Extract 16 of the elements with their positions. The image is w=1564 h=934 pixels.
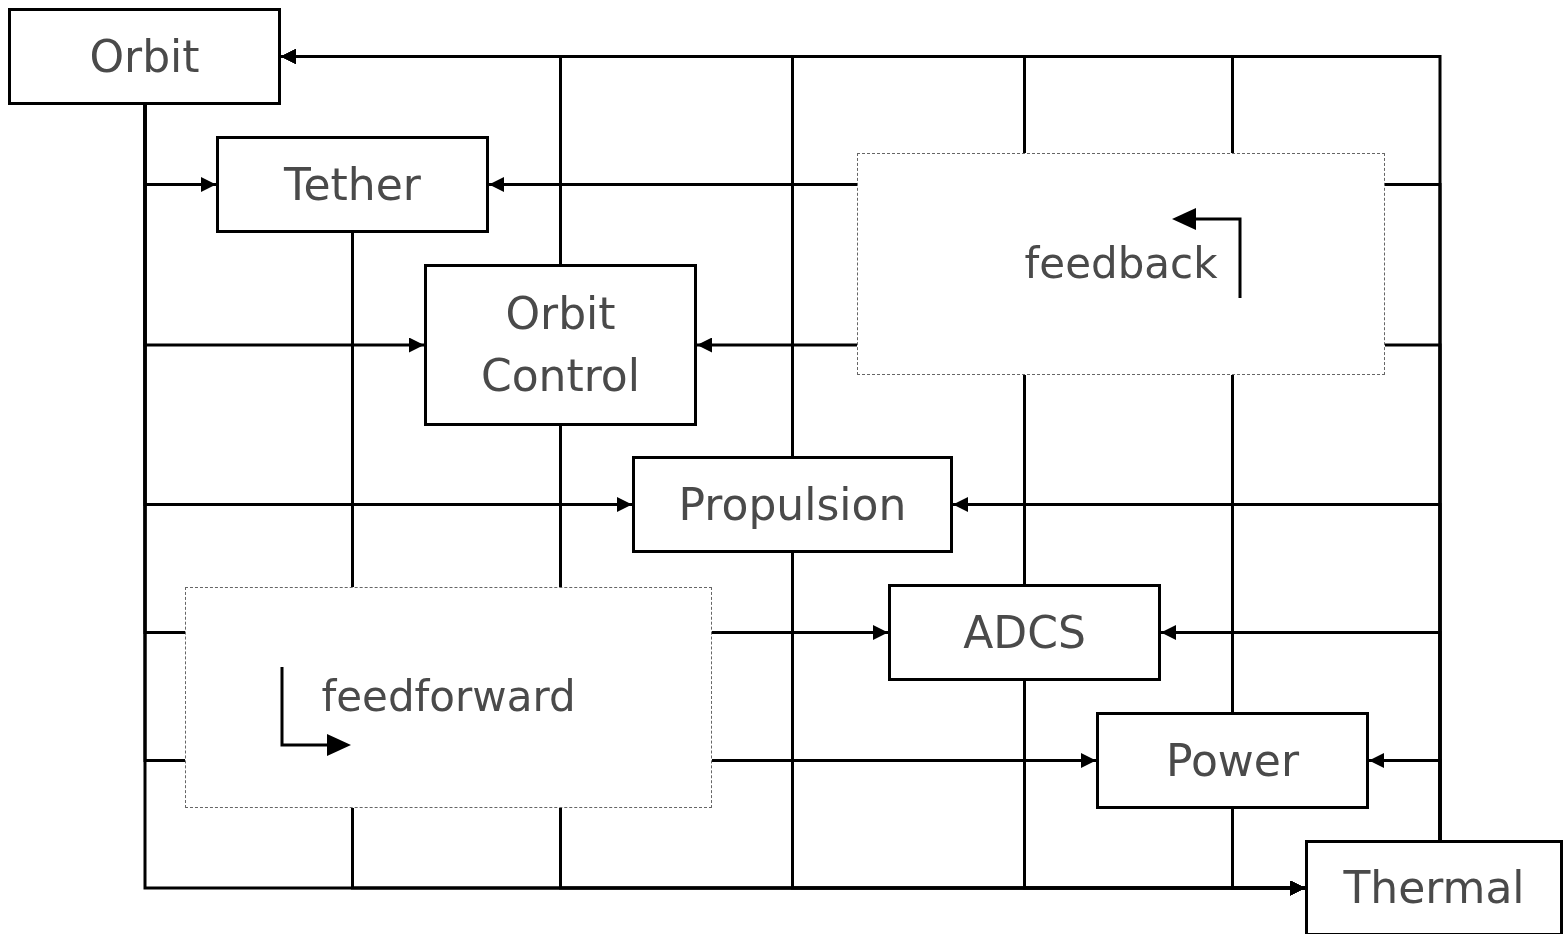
- process-box: [1096, 712, 1369, 809]
- node-label: Thermal: [1343, 861, 1525, 916]
- process-box: [1305, 840, 1563, 934]
- node-label: Propulsion: [678, 477, 907, 532]
- process-box: [888, 584, 1161, 681]
- process-box: [8, 8, 281, 105]
- process-box: [424, 264, 697, 426]
- region-label: feedback: [1024, 237, 1218, 290]
- process-box: [216, 136, 489, 233]
- region-label: feedforward: [321, 671, 576, 724]
- node-label: Orbit: [89, 29, 200, 84]
- node-label: Power: [1166, 733, 1299, 788]
- process-box: [632, 456, 953, 553]
- node-label: ADCS: [963, 605, 1086, 660]
- node-label: Tether: [284, 157, 421, 212]
- node-label: Orbit Control: [479, 287, 642, 403]
